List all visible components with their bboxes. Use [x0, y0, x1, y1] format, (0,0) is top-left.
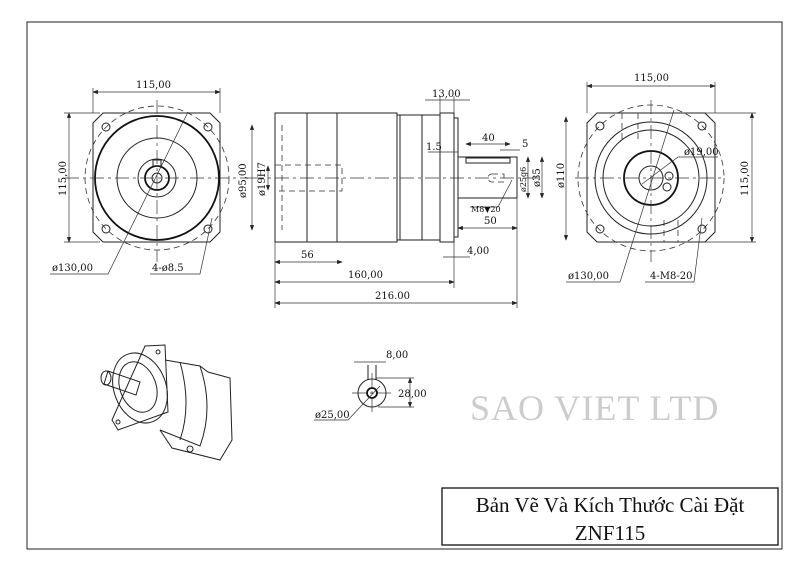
input-spigot-label: ø95,00 — [238, 163, 249, 198]
input-width-label: 115,00 — [136, 80, 171, 91]
key-offset-label: 5 — [522, 139, 528, 150]
input-pcd-label: ø130,00 — [52, 263, 93, 274]
title-block-model: ZNF115 — [575, 521, 645, 545]
shaft-diameter-label: ø25g6 — [519, 167, 528, 192]
output-bore-label: ø19,00 — [684, 147, 719, 158]
watermark: SAO VIET LTD — [470, 388, 719, 428]
input-height-label: 115,00 — [58, 161, 69, 196]
input-length-label: 56 — [301, 250, 314, 261]
output-front-view — [566, 82, 756, 283]
input-bore-label: ø19H7 — [257, 162, 268, 196]
tap-label: M8▼20 — [471, 205, 501, 214]
key-height-label: 28,00 — [398, 389, 427, 400]
isometric-gearbox-view — [100, 344, 233, 461]
pilot-length-label: 4,00 — [467, 246, 489, 257]
output-height-label: 115,00 — [740, 161, 751, 196]
key-length-label: 40 — [482, 133, 495, 144]
total-length-label: 216.00 — [375, 291, 410, 302]
gap-label: 1.5 — [426, 142, 442, 153]
output-holes-label: 4-M8-20 — [650, 271, 692, 282]
input-holes-label: 4-ø8.5 — [152, 263, 184, 274]
output-pcd-label: ø130,00 — [568, 271, 609, 282]
section-diameter-label: ø25,00 — [315, 410, 350, 421]
shoulder-diameter-label: ø35 — [532, 168, 543, 187]
title-block — [441, 487, 779, 546]
side-view — [249, 96, 569, 308]
output-width-label: 115,00 — [634, 73, 669, 84]
shaft-length-label: 50 — [484, 216, 497, 227]
flange-thickness-label: 13,00 — [432, 89, 461, 100]
body-length-label: 160,00 — [348, 270, 383, 281]
shaft-section-view — [314, 361, 414, 421]
pilot-diameter-label: ø110 — [556, 163, 567, 188]
input-front-view — [50, 88, 250, 275]
title-block-heading: Bản Vẽ Và Kích Thước Cài Đặt — [476, 493, 745, 517]
key-width-label: 8,00 — [386, 350, 408, 361]
drawing-border — [26, 21, 783, 550]
